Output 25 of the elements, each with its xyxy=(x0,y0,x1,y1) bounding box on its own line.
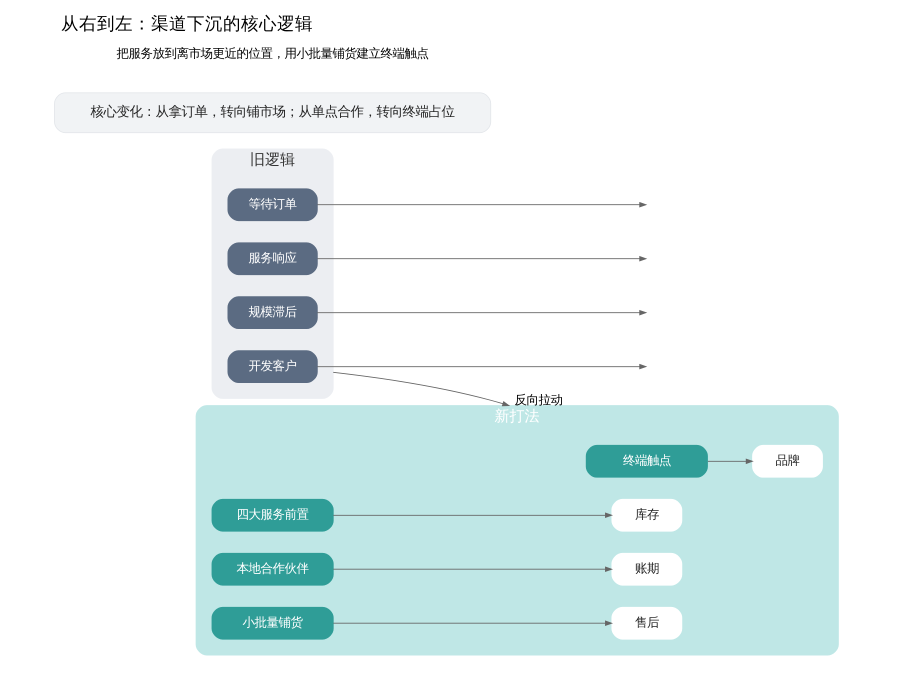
node-box: 小批量铺货 xyxy=(212,606,334,640)
arrow xyxy=(316,364,648,370)
node-box: 品牌 xyxy=(752,444,823,478)
node-box: 库存 xyxy=(611,498,682,532)
edge-label: 反向拉动 xyxy=(514,392,562,407)
arrow xyxy=(332,372,510,406)
arrow xyxy=(332,620,613,626)
arrow xyxy=(316,310,648,316)
label: 把服务放到离市场更近的位置，用小批量铺货建立终端触点 xyxy=(116,46,429,61)
node-box: 账期 xyxy=(611,552,682,586)
node-box: 本地合作伙伴 xyxy=(212,552,334,586)
diagram-title: 从右到左：渠道下沉的核心逻辑 xyxy=(61,14,314,35)
arrow xyxy=(316,256,648,262)
node-box: 等待订单 xyxy=(228,188,318,222)
arrow xyxy=(332,512,613,518)
arrow xyxy=(332,566,613,572)
node-box: 终端触点 xyxy=(586,444,708,478)
arrow xyxy=(316,202,648,208)
node-box: 规模滞后 xyxy=(228,296,318,330)
node-box: 开发客户 xyxy=(228,350,318,383)
node-box: 四大服务前置 xyxy=(212,498,334,532)
node-box: 服务响应 xyxy=(228,242,318,276)
node-box: 核心变化：从拿订单，转向铺市场；从单点合作，转向终端占位 xyxy=(54,92,492,134)
arrow xyxy=(707,458,754,464)
node-box: 售后 xyxy=(611,606,682,640)
